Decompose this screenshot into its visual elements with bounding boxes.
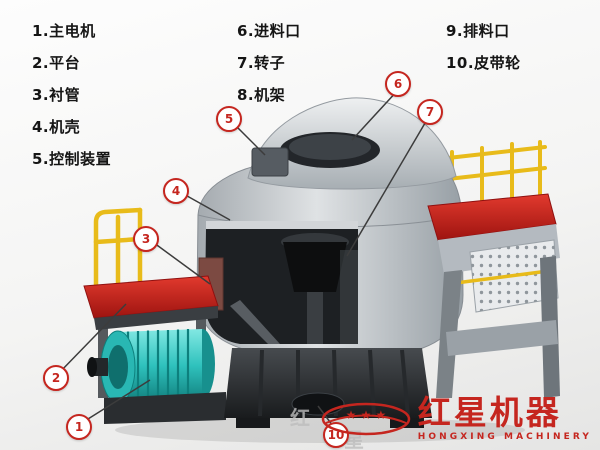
right-platform-assembly xyxy=(427,193,560,398)
callout-3: 3 xyxy=(133,226,159,252)
brand-name: 红星机器 xyxy=(417,393,562,432)
legend-item-9: 9.排料口 xyxy=(446,22,510,40)
main-motor xyxy=(87,329,215,404)
brand-block: ★ ★ ★ 红星机器 HONGXING MACHINERY xyxy=(320,396,592,442)
rotor xyxy=(283,242,347,292)
brand-subtitle: HONGXING MACHINERY xyxy=(417,432,592,442)
callout-2: 2 xyxy=(43,365,69,391)
brand-logo-icon: ★ ★ ★ xyxy=(321,402,410,436)
motor-base xyxy=(104,392,226,424)
legend-item-4: 4.机壳 xyxy=(32,118,81,136)
callout-7: 7 xyxy=(417,99,443,125)
callout-1: 1 xyxy=(66,414,92,440)
rotor-shaft xyxy=(307,292,323,344)
legend-item-2: 2.平台 xyxy=(32,54,81,72)
control-device xyxy=(251,147,289,177)
legend-item-6: 6.进料口 xyxy=(237,22,301,40)
legend-column-3: 9.排料口 10.皮带轮 xyxy=(446,15,521,79)
legend-column-2: 6.进料口 7.转子 8.机架 xyxy=(237,15,301,111)
machine-frame xyxy=(224,348,432,428)
brand-text: 红星机器 HONGXING MACHINERY xyxy=(418,396,592,442)
legend-item-10: 10.皮带轮 xyxy=(446,54,521,72)
watermark-char-left: 红 xyxy=(290,406,310,430)
brand-stars: ★ ★ ★ xyxy=(345,408,386,422)
callout-6: 6 xyxy=(385,71,411,97)
legend-item-3: 3.衬管 xyxy=(32,86,81,104)
legend-item-5: 5.控制装置 xyxy=(32,150,112,168)
legend-item-1: 1.主电机 xyxy=(32,22,96,40)
left-railing xyxy=(93,207,143,291)
left-platform-assembly xyxy=(83,207,226,424)
callout-4: 4 xyxy=(163,178,189,204)
legend-column-1: 1.主电机 2.平台 3.衬管 4.机壳 5.控制装置 xyxy=(32,15,111,175)
callout-5: 5 xyxy=(216,106,242,132)
legend-item-8: 8.机架 xyxy=(237,86,286,104)
legend-item-7: 7.转子 xyxy=(237,54,286,72)
